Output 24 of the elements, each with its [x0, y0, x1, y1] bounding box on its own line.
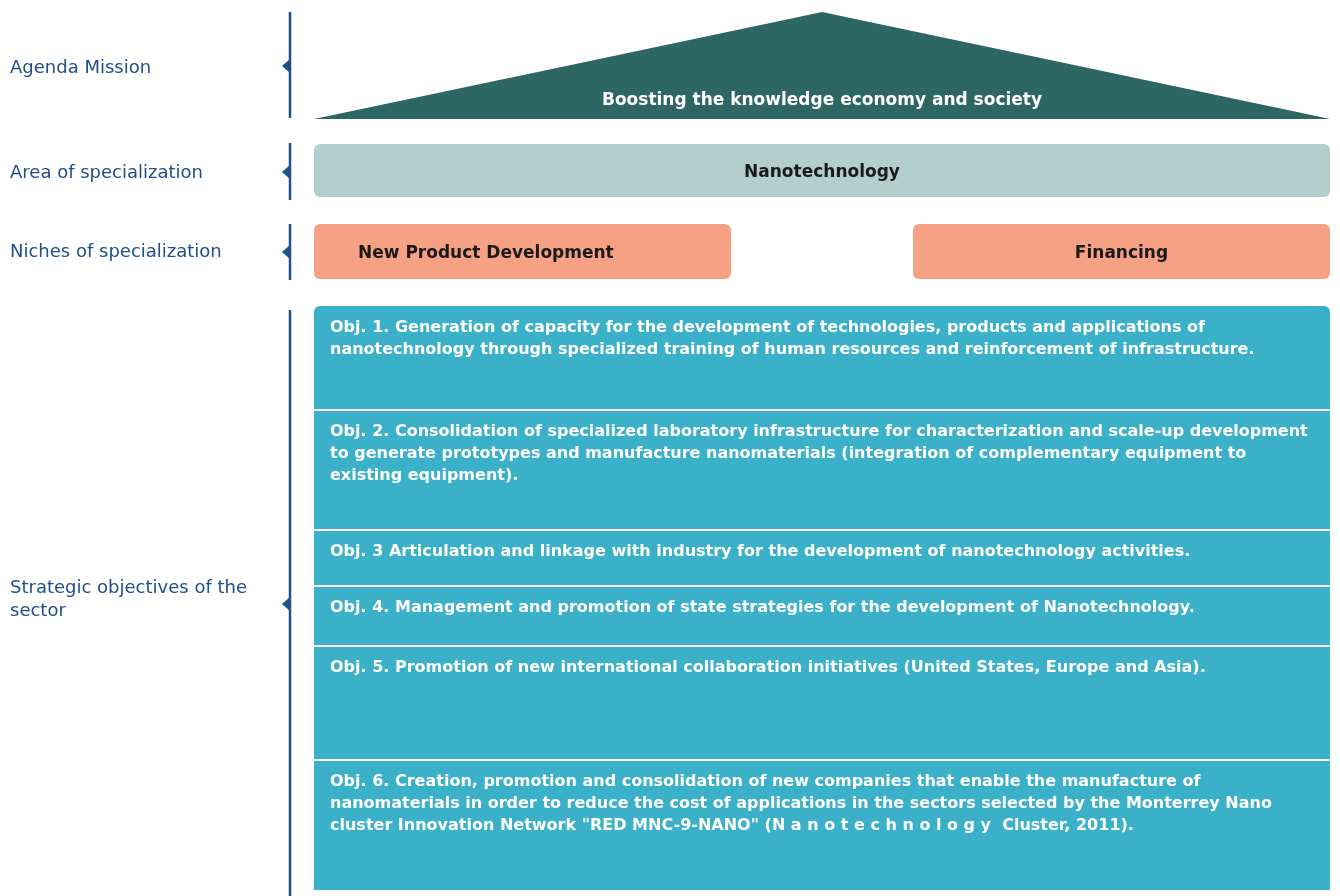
niche-box [913, 224, 1330, 279]
node-label: Financing [1074, 241, 1169, 262]
objective-text: Obj. 1. Generation of capacity for the development of technologies, products and applications of nanotechnology through specialized training of human resources and reinforcement of infrastructure. [330, 316, 1256, 361]
objective-band [314, 306, 1330, 410]
objective-text: Obj. 6. Creation, promotion and consolidation of new companies that enable the manufacture of nanomaterials in order to reduce the cost of applications in the sectors selected by the Monterrey Nano cluster Innovation Network "RED MNC-9-NANO" (N a n o t e c h n o l o g y Cluster, 2011). [330, 770, 1273, 837]
objective-band [314, 586, 1330, 646]
row-label: Area of specialization [10, 161, 204, 184]
node-label: Nanotechnology [744, 160, 900, 181]
node-label: Boosting the knowledge economy and society [601, 89, 1043, 109]
area-bar [314, 144, 1330, 197]
objective-band [314, 530, 1330, 586]
objective-text: Obj. 2. Consolidation of specialized laboratory infrastructure for characterization and scale-up development to generate prototypes and manufacture nanomaterials (integration of complementary equipment to existing equipment). [330, 420, 1309, 487]
objective-text: Obj. 3 Articulation and linkage with industry for the development of nanotechnology activities. [330, 540, 1191, 562]
row-label: Agenda Mission [10, 56, 153, 79]
node-label: New Product Development [358, 241, 614, 262]
objective-band [314, 410, 1330, 530]
objective-band [314, 760, 1330, 890]
row-label: Strategic objectives of the sector [10, 576, 248, 621]
objective-band [314, 646, 1330, 760]
objective-text: Obj. 5. Promotion of new international collaboration initiatives (United States, Europe and Asia). [330, 656, 1206, 678]
objective-text: Obj. 4. Management and promotion of state strategies for the development of Nanotechnology. [330, 596, 1195, 618]
mission-roof [314, 12, 1330, 119]
row-label: Niches of specialization [10, 240, 223, 263]
niche-box [314, 224, 731, 279]
